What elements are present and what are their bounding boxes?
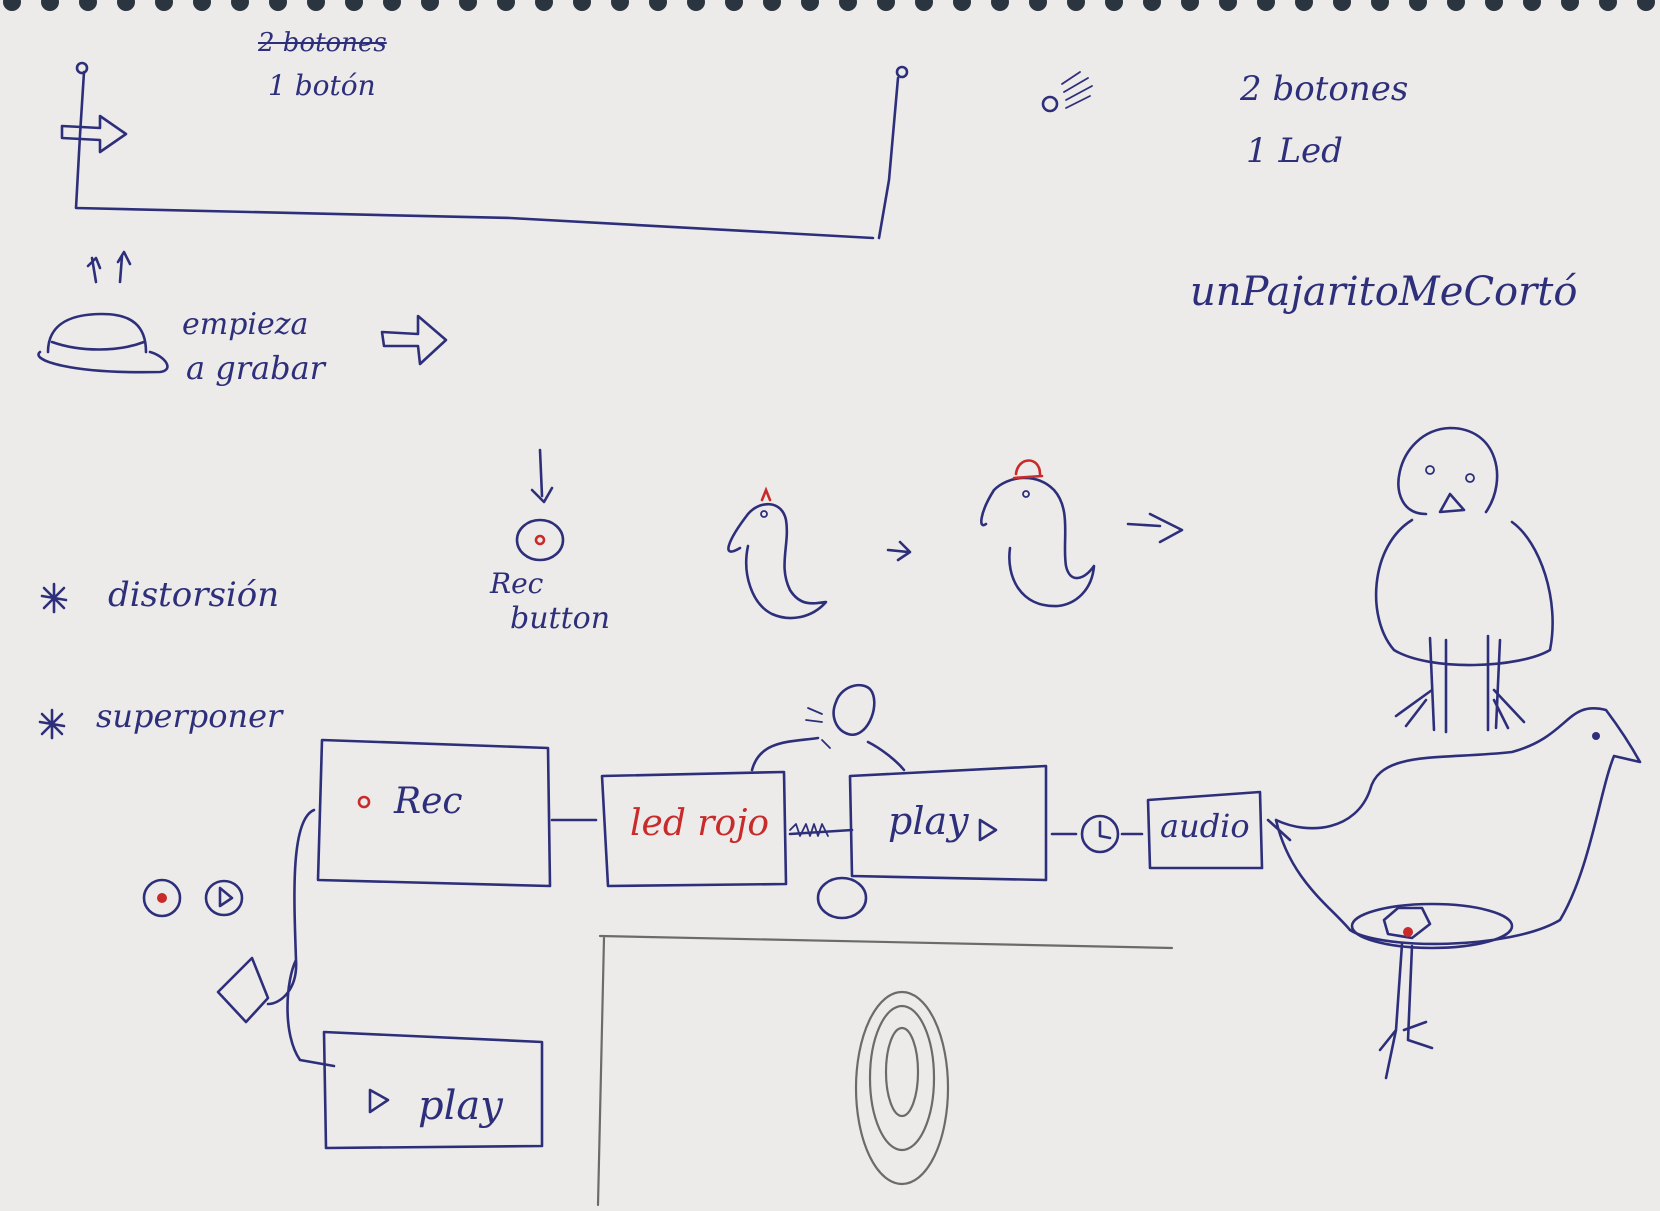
one-led-note: 1 Led: [1246, 131, 1343, 171]
asterisk-icon: [38, 582, 68, 740]
start-recording-line1: empieza: [182, 307, 309, 342]
arrow-icon: [380, 314, 448, 366]
led-box-label: led rojo: [630, 803, 770, 844]
project-title: unPajaritoMeCortó: [1190, 269, 1578, 315]
flow-diagram: [142, 683, 1292, 1150]
idea-distortion: distorsión: [108, 575, 280, 615]
chick-drawing: [1374, 426, 1554, 734]
one-button-note: 1 botón: [268, 69, 376, 102]
play-box-label: play: [888, 799, 969, 843]
sound-mark: [1041, 71, 1093, 113]
start-recording-line2: a grabar: [186, 349, 325, 387]
idea-overlay: superponer: [96, 697, 283, 735]
bird-sequence: [727, 459, 1184, 620]
pencil-sketch: [596, 934, 1174, 1207]
spiral-binding: [3, 0, 1655, 11]
wire-diagram: [60, 61, 909, 240]
rec-button-label-line1: Rec: [490, 567, 544, 600]
rec-button-drawing: [515, 448, 565, 562]
audio-box-label: audio: [1160, 807, 1250, 845]
rec-button-label-line2: button: [510, 601, 611, 636]
crossed-out-note: 2 botones: [258, 28, 387, 58]
hat-button-sketch: [37, 250, 169, 374]
two-buttons-note: 2 botones: [1240, 69, 1409, 109]
play-bottom-box-label: play: [418, 1083, 503, 1129]
rec-box-label: Rec: [394, 781, 463, 822]
pigeon-drawing: [1274, 707, 1642, 1080]
